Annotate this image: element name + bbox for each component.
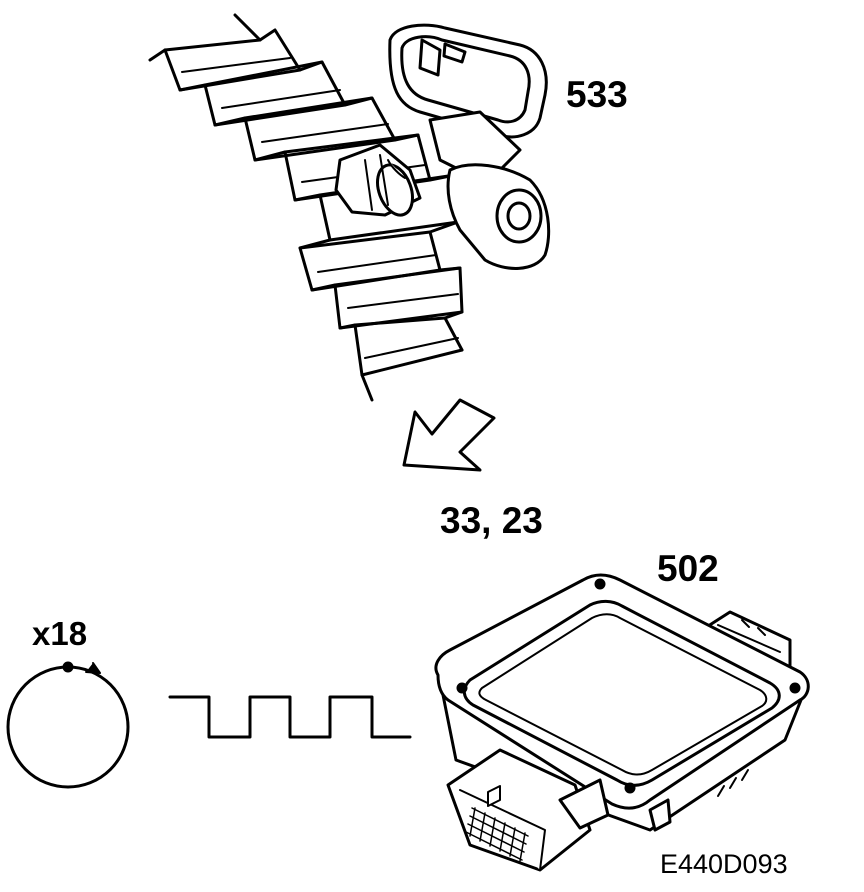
module-reference-label: 502 (657, 548, 719, 589)
square-wave-icon (168, 695, 412, 739)
toothed-wheel-icon (6, 661, 130, 789)
down-left-arrow-icon (402, 398, 496, 472)
control-module (434, 573, 810, 872)
sensor-reference-label: 533 (566, 74, 628, 115)
figure-code-label: E440D093 (660, 849, 788, 879)
connector-pins (465, 807, 529, 862)
teeth-count-label: x18 (32, 615, 88, 652)
connector-pins-label: 33, 23 (440, 500, 543, 541)
crank-position-sensor (334, 23, 551, 270)
